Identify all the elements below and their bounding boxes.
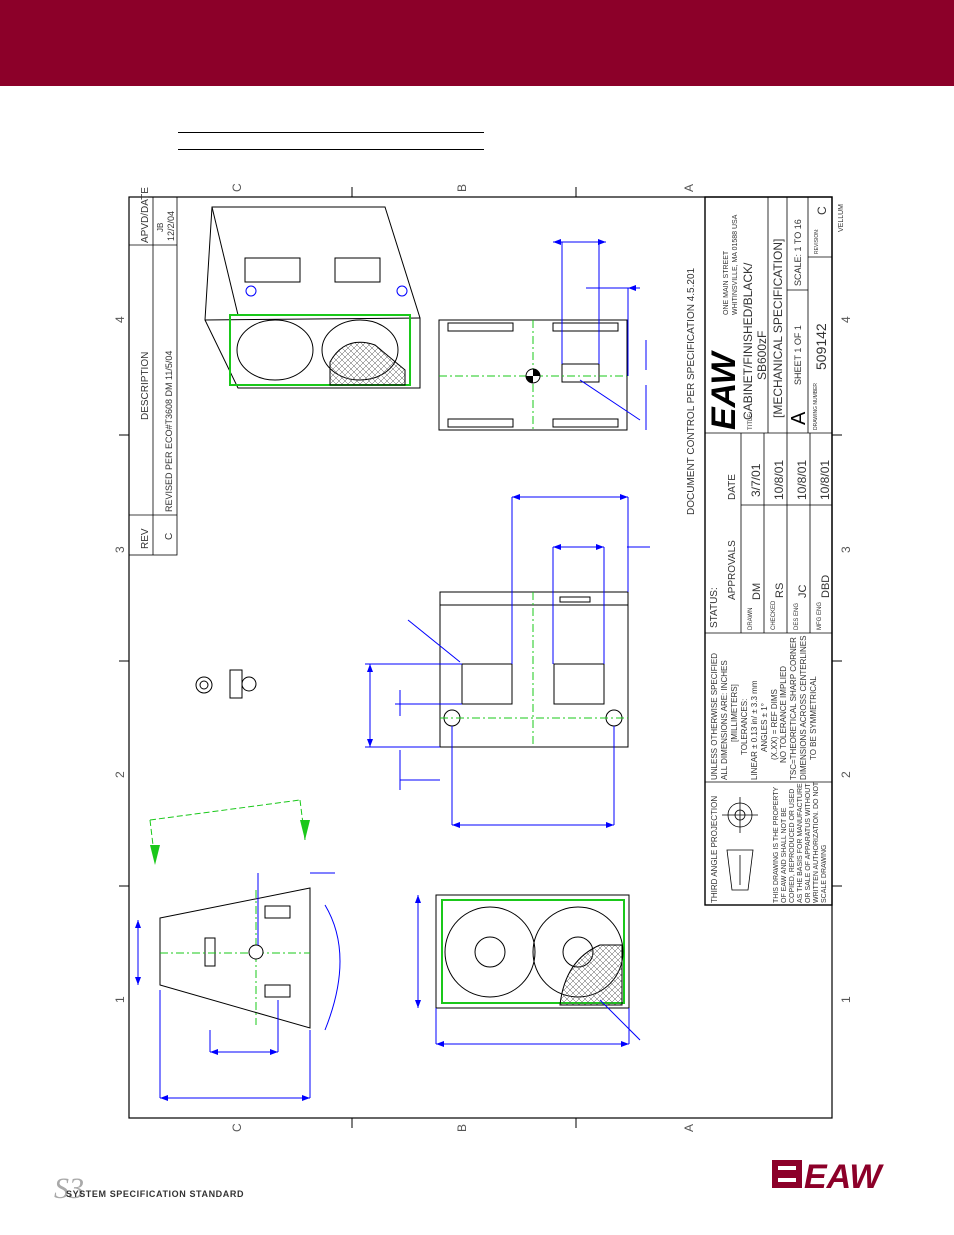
side-view [439,591,629,748]
property-6: SCALE DRAWING [821,845,828,903]
company-logo: EAW [705,350,743,430]
vellum-label: VELLUM [838,204,845,232]
revision-block [128,196,178,556]
note-0: UNLESS OTHERWISE SPECIFIED [710,653,719,780]
note-6: (X.XX) = REF DIMS [770,689,779,760]
revision-label: REVISION: [814,229,820,254]
drawing-number-label: DRAWING NUMBER [813,383,819,430]
desc-header: DESCRIPTION [140,352,151,420]
title-line-1: CABINET/FINISHED/BLACK/ [741,262,755,420]
title-rule-2 [178,149,484,150]
doc-control-note: DOCUMENT CONTROL PER SPECIFICATION 4.5.2… [686,267,697,515]
address-line-1: ONE MAIN STREET [723,250,730,315]
property-0: THIS DRAWING IS THE PROPERTY [773,787,780,903]
address-line-2: WHITINSVILLE, MA 01588 USA [732,214,739,315]
zone-number-3-right: 3 [839,546,853,553]
zone-number-4-right: 4 [839,316,853,323]
property-1: OF EAW AND SHALL NOT BE [781,807,788,903]
property-3: AS THE BASIS FOR MANUFACTURE [797,783,804,903]
header-bar [0,0,954,86]
dimension-arrows [135,239,636,1101]
zone-number-1-right: 1 [839,996,853,1003]
row-date-1: 10/8/01 [772,460,786,500]
rev-value: C [164,533,175,540]
zone-number-1-left: 1 [113,996,127,1003]
drawing-number: 509142 [813,323,829,370]
note-4: LINEAR ± 0.13 in/ ± 3.3 mm [750,680,759,780]
row-role-3: MFG ENG [817,602,823,630]
s3-logo: S3 [54,1172,84,1205]
footer-standard-label: SYSTEM SPECIFICATION STANDARD [66,1189,245,1199]
note-7: NO TOLERANCE IMPLIED [779,666,788,763]
revision-value: C [815,206,829,215]
row-date-3: 10/8/01 [818,460,832,500]
property-2: COPIED, REPRODUCED OR USED [789,789,796,903]
rev-approver: JB [156,223,165,232]
zone-letter-b-top: B [455,184,469,192]
row-name-2: JC [797,585,809,599]
zone-number-2-right: 2 [839,771,853,778]
row-name-0: DM [751,583,763,600]
date-header: APVD/DATE [140,187,151,243]
scale: SCALE: 1 TO 16 [793,219,803,286]
row-date-0: 3/7/01 [749,463,763,497]
zone-letter-a-top: A [682,184,696,192]
eaw-logo: EAW [772,1158,884,1195]
front-view [435,894,630,1009]
row-name-1: RS [774,583,786,598]
rev-header: REV [140,528,151,549]
rev-desc: REVISED PER ECO#T3608 DM 11/5/04 [164,351,174,512]
profile-view [159,887,311,1029]
projection-symbol [722,797,758,891]
date-label: DATE [727,474,738,500]
zone-number-3-left: 3 [113,546,127,553]
note-2: [MILLIMETERS] [730,684,739,742]
row-date-2: 10/8/01 [795,460,809,500]
sheet-count: SHEET 1 OF 1 [793,325,803,385]
dimension-lines [137,241,650,1099]
note-8: TSC=THEORETICAL SHARP CORNER [789,637,798,780]
zone-number-4-left: 4 [113,316,127,323]
projection-label: THIRD ANGLE PROJECTION [710,796,719,903]
row-role-0: DRAWN [748,608,754,630]
note-9: DIMENSIONS ACROSS CENTERLINES [799,636,808,780]
note-10: TO BE SYMMETRICAL [809,676,818,760]
note-3: TOLERANCES: [740,699,749,755]
zone-letter-b-bottom: B [455,1124,469,1132]
title-block [704,196,833,906]
title-rule-1 [178,132,484,133]
title-label: TITLE: [748,412,754,430]
zone-letter-c-top: C [230,183,244,192]
row-name-3: DBD [820,575,832,598]
zone-number-2-left: 2 [113,771,127,778]
property-4: OR SALE OF APPARATUS WITHOUT [805,783,812,903]
rev-date: 12/2/04 [166,211,176,241]
note-5: ANGLES ± 1° [760,703,769,752]
note-1: ALL DIMENSIONS ARE: INCHES [720,660,729,780]
status-label: STATUS: [709,587,720,628]
drawing-border [128,196,833,1119]
zone-letter-a-bottom: A [682,1124,696,1132]
eaw-logo-text: EAW [804,1158,884,1195]
title-line-3: [MECHANICAL SPECIFICATION] [771,239,785,418]
iso-view [204,206,421,389]
sheet-size: A [788,411,810,425]
row-role-1: CHECKED [771,600,777,630]
zone-letter-c-bottom: C [230,1123,244,1132]
row-role-2: DES ENG [794,603,800,630]
property-5: WRITTEN AUTHORIZATION. DO NOT [813,781,820,903]
approvals-label: APPROVALS [727,540,738,600]
title-line-2: SB600zF [755,331,769,380]
